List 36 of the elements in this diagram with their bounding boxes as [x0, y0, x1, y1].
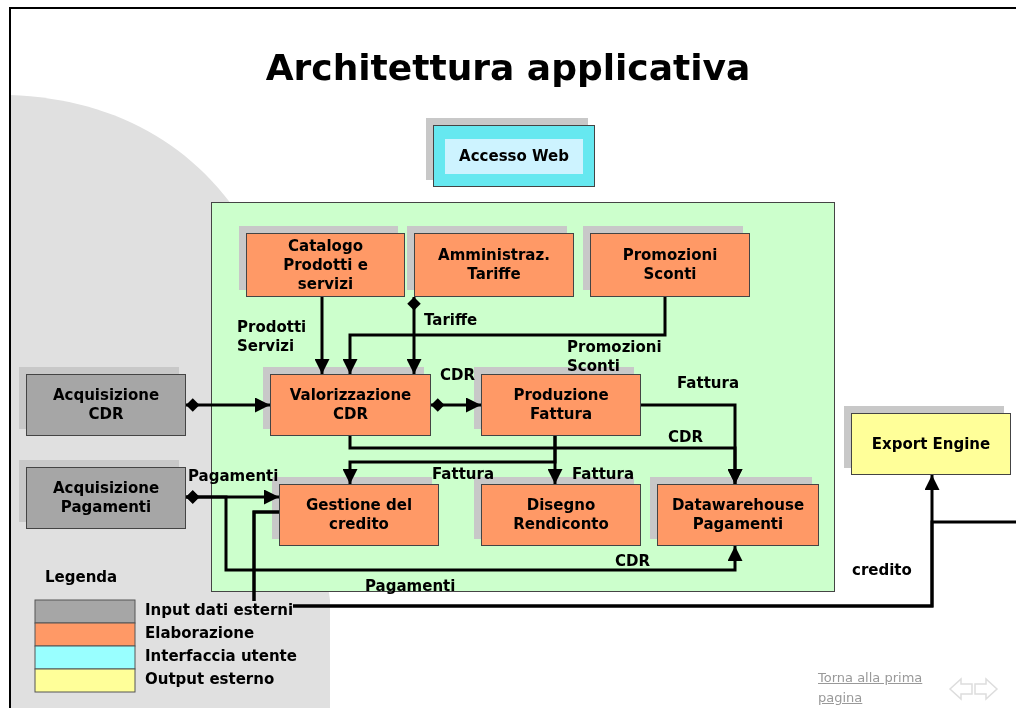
connector-arrow: [186, 490, 743, 572]
legend-title: Legenda: [45, 568, 118, 587]
edge-label: Tariffe: [424, 311, 478, 330]
edge-label: CDR: [440, 366, 475, 385]
legend-label: Input dati esterni: [145, 601, 294, 620]
connector-arrow: [406, 297, 422, 374]
box-label: Catalogo Prodotti e servizi: [282, 236, 369, 294]
title: Architettura applicativa: [264, 46, 752, 90]
line-text: CDR: [615, 552, 650, 571]
edge-label: Fattura: [432, 465, 495, 484]
edge-label: credito: [852, 561, 912, 580]
box-label: Export Engine: [871, 434, 991, 454]
edge-label: Fattura: [572, 465, 635, 484]
legend-label: Output esterno: [145, 670, 275, 689]
link: Torna alla prima pagina: [818, 669, 924, 707]
box-label: Disegno Rendiconto: [512, 496, 610, 534]
box-label: Produzione Fattura: [512, 386, 610, 424]
box-label: Acquisizione CDR: [51, 386, 161, 424]
connector-arrow: [348, 436, 743, 484]
box-label: Promozioni Sconti: [621, 246, 719, 284]
box-label: Amministraz. Tariffe: [437, 246, 551, 284]
box-label: Acquisizione Pagamenti: [51, 479, 161, 517]
edge-label: Promozioni Sconti: [567, 338, 663, 376]
edge-label: Prodotti Servizi: [237, 318, 308, 356]
edge-label: Fattura: [677, 374, 740, 393]
box-label: Datawarehouse Pagamenti: [670, 496, 806, 534]
connector-arrow: [186, 397, 270, 413]
box-label: Valorizzazione CDR: [288, 386, 413, 424]
connector-arrow: [342, 297, 667, 374]
edge-label: CDR: [668, 428, 703, 447]
box-label: Gestione del credito: [304, 496, 414, 534]
connector-arrow: [547, 436, 563, 484]
connector-arrow: [431, 397, 481, 413]
connector-arrow: [314, 297, 330, 374]
edge-label: Pagamenti: [365, 577, 456, 596]
box-label: Accesso Web: [459, 146, 569, 166]
